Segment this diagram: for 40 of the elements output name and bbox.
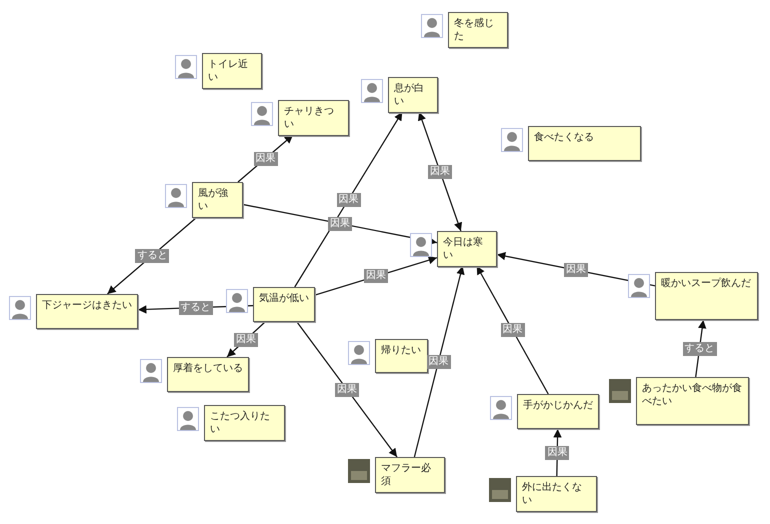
edge-label: 因果 [500, 323, 524, 337]
note-box: 気温が低い [253, 287, 315, 322]
arrow [296, 322, 398, 458]
note-box: 今日は寒い [437, 231, 497, 267]
edge-label: 因果 [336, 192, 360, 206]
arrow [476, 266, 549, 394]
edge-label: 因果 [335, 382, 359, 396]
edge-label: 因果 [564, 263, 588, 278]
note-box: チャリきつい [278, 100, 349, 136]
edge-label: 因果 [234, 332, 258, 346]
note-box: 手がかじかんだ [517, 394, 599, 429]
arrow [496, 252, 656, 286]
edge-label: 因果 [428, 164, 452, 178]
note-box: 外に出たくない [516, 476, 597, 512]
arrow [294, 112, 403, 288]
note-box: 厚着をしている [167, 357, 249, 392]
arrow [418, 112, 462, 232]
arrow [314, 256, 438, 296]
note-box: あったかい食べ物が食べたい [636, 377, 749, 425]
edge-label: 因果 [328, 216, 352, 231]
note-box: 息が白い [388, 77, 438, 113]
edge-label: 因果 [545, 446, 570, 460]
note-box: 下ジャージはきたい [36, 294, 138, 329]
edge-label: すると [178, 300, 212, 315]
note-box: 冬を感じた [448, 12, 508, 48]
edge-label: 因果 [364, 269, 388, 284]
edge-label: すると [135, 248, 170, 262]
edge-label: すると [682, 342, 716, 356]
note-box: マフラー必須 [375, 457, 445, 493]
note-box: 暖かいスープ飲んだ [655, 272, 758, 320]
note-box: トイレ近い [202, 53, 262, 89]
note-box: 帰りたい [375, 339, 428, 373]
note-box: 食べたくなる [528, 126, 641, 161]
note-box: 風が強い [192, 182, 243, 218]
note-box: こたつ入りたい [204, 405, 285, 441]
arrow [414, 266, 465, 458]
edge-label: 因果 [426, 354, 450, 368]
arrow [242, 204, 438, 246]
arrow [553, 428, 562, 476]
edge-label: 因果 [254, 152, 278, 166]
